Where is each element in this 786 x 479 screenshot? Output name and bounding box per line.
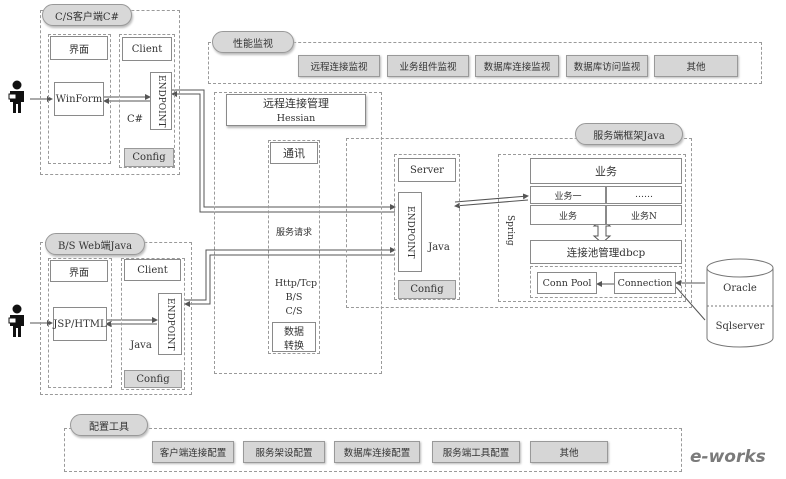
cs-winform: WinForm <box>54 82 104 116</box>
conn-pool: Conn Pool <box>537 272 597 294</box>
bs-client-label: Client <box>124 259 181 281</box>
remote-panel <box>214 92 382 374</box>
comm-label: 通讯 <box>270 142 318 164</box>
config-tools-panel <box>64 428 682 472</box>
db-sqlserver: Sqlserver <box>715 320 765 332</box>
convert-box: 数据 转换 <box>272 322 316 352</box>
request-label: 服务请求 <box>275 227 312 238</box>
biz-cell: 业务 <box>530 205 606 225</box>
cs-lang: C# <box>126 113 144 125</box>
server-lang: Java <box>428 241 450 253</box>
cs-client-title: C/S客户端C# <box>42 4 132 26</box>
watermark-logo: e-works <box>690 447 766 467</box>
bs-client-column <box>121 258 185 390</box>
bs-protocol-label: B/S <box>285 291 303 303</box>
config-tools-title: 配置工具 <box>70 414 148 436</box>
biz-cell: …… <box>606 186 682 204</box>
monitor-item: 其他 <box>654 55 738 77</box>
biz-cell: 业务一 <box>530 186 606 204</box>
config-item: 客户端连接配置 <box>152 441 234 463</box>
cs-client-label: Client <box>122 37 172 61</box>
bs-lang: Java <box>130 339 152 351</box>
bs-ui-column <box>48 258 112 388</box>
config-item: 其他 <box>530 441 608 463</box>
monitor-item: 业务组件监视 <box>387 55 469 77</box>
comm-column <box>268 140 320 354</box>
spring-container <box>498 154 686 302</box>
monitor-panel <box>208 42 762 84</box>
bs-config: Config <box>124 370 182 388</box>
config-item: 数据库连接配置 <box>334 441 420 463</box>
pool-management: 连接池管理dbcp <box>530 240 682 264</box>
cs-protocol-label: C/S <box>285 305 303 317</box>
server-framework-title: 服务端框架Java <box>575 123 683 145</box>
spring-label: Spring <box>505 214 515 246</box>
remote-subtitle: Hessian <box>276 112 316 124</box>
config-item: 服务架设配置 <box>243 441 325 463</box>
biz-cell: 业务N <box>606 205 682 225</box>
server-endpoint: ENDPOINT <box>398 192 422 272</box>
monitor-item: 远程连接监视 <box>298 55 380 77</box>
bs-ui-label: 界面 <box>50 260 108 282</box>
bs-page: JSP/HTML <box>53 307 107 341</box>
monitor-item: 数据库访问监视 <box>566 55 648 77</box>
convert-line2: 转换 <box>284 340 304 352</box>
server-column <box>394 154 460 300</box>
config-item: 服务端工具配置 <box>432 441 520 463</box>
cs-endpoint: ENDPOINT <box>150 72 172 130</box>
user-icon <box>8 304 24 337</box>
cs-config: Config <box>124 148 174 167</box>
bs-client-title: B/S Web端Java <box>45 233 145 255</box>
server-config: Config <box>398 280 456 299</box>
protocol-label: Http/Tcp <box>274 277 318 289</box>
server-label: Server <box>398 158 456 182</box>
remote-title: 远程连接管理 <box>263 97 329 110</box>
cs-client-column <box>119 34 175 168</box>
convert-line1: 数据 <box>284 326 304 338</box>
remote-header: 远程连接管理 Hessian <box>226 94 366 126</box>
cs-ui-label: 界面 <box>50 36 108 60</box>
connection: Connection <box>614 272 676 294</box>
monitor-title: 性能监视 <box>212 31 294 53</box>
cs-ui-column <box>48 34 111 164</box>
server-framework-panel <box>346 138 692 308</box>
bs-endpoint: ENDPOINT <box>158 293 182 355</box>
pool-row <box>530 266 682 298</box>
user-icon <box>8 80 24 113</box>
monitor-item: 数据库连接监视 <box>475 55 559 77</box>
db-oracle: Oracle <box>723 282 757 294</box>
business-header: 业务 <box>530 158 682 184</box>
